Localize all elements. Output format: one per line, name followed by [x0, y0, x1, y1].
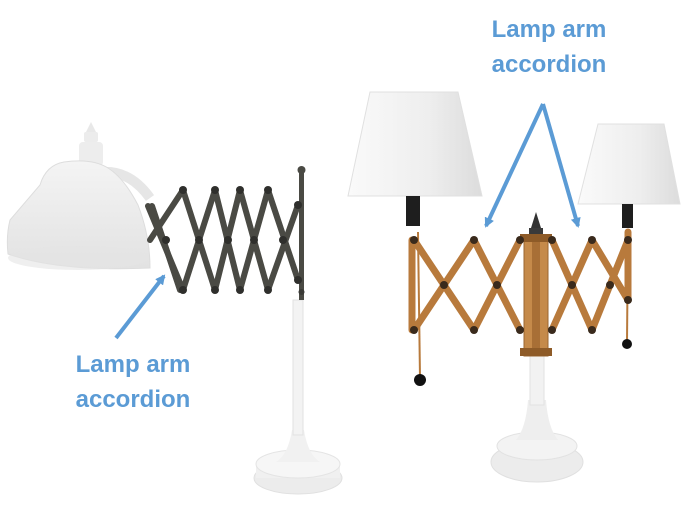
left-accordion-pins [162, 186, 302, 294]
right-accordion [408, 228, 632, 334]
left-lamp-rod [299, 172, 304, 300]
left-lamp [6, 122, 343, 495]
right-annotation-line1: Lamp arm [491, 16, 607, 43]
right-annotation-arrow-right [541, 103, 581, 228]
right-lamp-left-shade [347, 91, 483, 197]
right-accordion-center [520, 234, 552, 357]
left-annotation-label: Lamp arm accordion [58, 347, 208, 417]
left-lamp-shade [6, 160, 151, 270]
right-accordion-pins [410, 236, 632, 334]
right-annotation-line2: accordion [491, 51, 607, 78]
left-annotation-line2: accordion [75, 386, 191, 413]
left-annotation-line1: Lamp arm [75, 351, 191, 378]
right-annotation-arrow-left [484, 103, 545, 228]
left-lamp-pole [292, 299, 304, 436]
left-lamp-pole-flare [276, 430, 320, 462]
right-annotation-label: Lamp arm accordion [474, 12, 624, 82]
left-accordion [145, 187, 301, 293]
right-lamp-right-shade [577, 123, 681, 205]
right-lamp [347, 91, 681, 483]
left-annotation-arrow [114, 274, 166, 340]
